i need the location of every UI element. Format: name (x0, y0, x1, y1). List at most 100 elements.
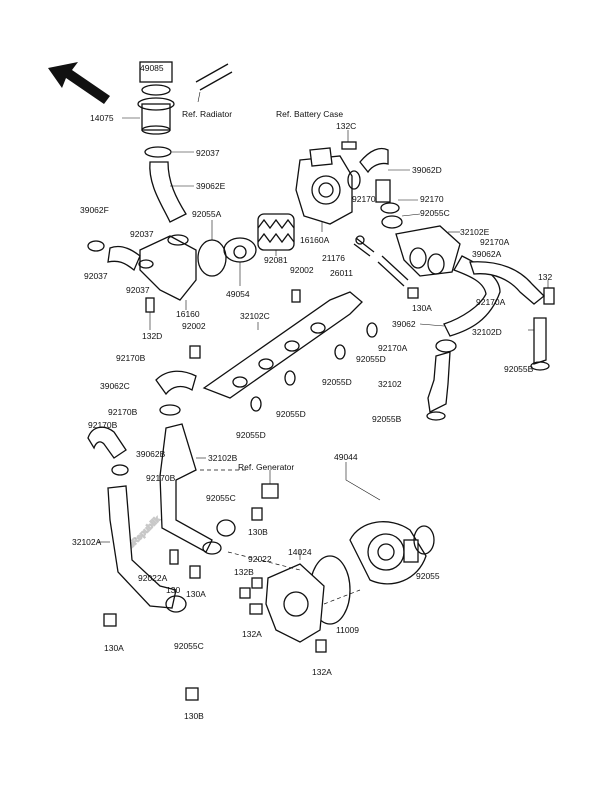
pipe-32102d (528, 317, 550, 371)
label-92055d-b: 92055D (322, 377, 352, 387)
label-92037-c: 92037 (84, 271, 108, 281)
hose-clamp-92170-a (347, 170, 361, 190)
label-132d: 132D (142, 331, 162, 341)
label-39062: 39062 (392, 319, 416, 329)
radiator-reference-pipe (195, 63, 233, 103)
label-39062e: 39062E (196, 181, 226, 191)
hose-clamp-92170-b (380, 199, 418, 214)
label-92170-a: 92170 (420, 194, 444, 204)
label-92081: 92081 (264, 255, 288, 265)
label-130b-a: 130B (248, 527, 268, 537)
filler-cap-assembly (122, 61, 175, 135)
label-92055a: 92055A (192, 209, 222, 219)
label-92170-b: 92170 (352, 194, 376, 204)
pipe-32102b (159, 423, 222, 555)
label-92055c-b: 92055C (206, 493, 236, 503)
label-92037-d: 92037 (126, 285, 150, 295)
label-92170b-c: 92170B (88, 420, 118, 430)
label-11009: 11009 (336, 625, 359, 635)
pump-cover-14024 (265, 550, 325, 643)
label-92170a-b: 92170A (476, 297, 506, 307)
label-92055c-c: 92055C (174, 641, 204, 651)
label-92002-a: 92002 (290, 265, 314, 275)
front-direction-arrow (48, 62, 110, 104)
label-39062d: 39062D (412, 165, 442, 175)
label-21176: 21176 (322, 253, 345, 263)
label-92055: 92055 (416, 571, 440, 581)
bolt-132c (341, 130, 357, 150)
label-49085: 49085 (140, 63, 164, 73)
label-92170b-d: 92170B (146, 473, 176, 483)
hose-39062c (155, 370, 197, 416)
o-ring-92055d-2 (334, 344, 346, 360)
label-132-a: 132 (538, 272, 552, 282)
label-32102: 32102 (378, 379, 402, 389)
label-39062f: 39062F (80, 205, 109, 215)
water-pump-housing-16160a (295, 147, 353, 232)
label-92055d-d: 92055D (236, 430, 266, 440)
label-32102d: 32102D (472, 327, 502, 337)
hose-39062d (359, 147, 410, 203)
label-ref-generator: Ref. Generator (238, 462, 294, 472)
assembly-guide-lines (200, 469, 361, 605)
bolt-132b (239, 587, 251, 599)
label-49054: 49054 (226, 289, 250, 299)
label-39062b: 39062B (136, 449, 166, 459)
hose-39062e (149, 161, 194, 223)
label-92002-b: 92002 (182, 321, 206, 331)
hose-clamp-92170a (435, 339, 457, 353)
coolant-manifold-32102c (202, 291, 363, 399)
bolt-92002-upper (291, 289, 301, 303)
o-ring-92055d-3 (284, 370, 296, 386)
label-92055d-c: 92055D (276, 409, 306, 419)
thermostat-housing-16160 (87, 234, 197, 310)
bolt-92022 (251, 577, 263, 589)
bolt-130b-bottom (185, 687, 199, 701)
label-32102b: 32102B (208, 453, 238, 463)
o-ring-92055c-top (381, 213, 421, 229)
label-92055b-a: 92055B (504, 364, 534, 374)
label-39062c: 39062C (100, 381, 130, 391)
water-pump-impeller-49044 (349, 521, 427, 585)
label-14024: 14024 (288, 547, 312, 557)
o-ring-92055a (197, 220, 227, 277)
bolt-130a-mid (189, 565, 201, 579)
hose-clamp-92037-top (144, 146, 194, 158)
hose-39062a (469, 261, 545, 305)
label-ref-battery-case: Ref. Battery Case (276, 109, 343, 119)
o-ring-92055d-4 (250, 396, 262, 412)
bolt-130a-bottom (103, 613, 117, 627)
label-92170b-b: 92170B (108, 407, 138, 417)
bolt-132d (145, 297, 155, 330)
label-39062a: 39062A (472, 249, 502, 259)
label-130: 130 (166, 585, 180, 595)
bolt-130b-upper (251, 507, 263, 521)
label-14075: 14075 (90, 113, 114, 123)
label-130a-a: 130A (412, 303, 432, 313)
pipe-32102 (426, 351, 451, 421)
label-132a-b: 132A (312, 667, 332, 677)
label-32102e: 32102E (460, 227, 490, 237)
label-92055c-a: 92055C (420, 208, 450, 218)
label-32102c: 32102C (240, 311, 270, 321)
label-92170a-c: 92170A (378, 343, 408, 353)
bolt-92002-lower (189, 345, 201, 359)
o-ring-92055 (413, 525, 435, 555)
thermostat-49054 (223, 237, 257, 286)
pipe-32102a (98, 485, 187, 613)
label-92022a: 92022A (138, 573, 168, 583)
label-130b-b: 130B (184, 711, 204, 721)
label-92055b-b: 92055B (372, 414, 402, 424)
label-132a-a: 132A (242, 629, 262, 639)
label-132c: 132C (336, 121, 356, 131)
label-92170a-a: 92170A (480, 237, 510, 247)
generator-reference-bracket (261, 470, 279, 499)
label-130a-b: 130A (186, 589, 206, 599)
label-92037-a: 92037 (196, 148, 220, 158)
label-92037-b: 92037 (130, 229, 154, 239)
o-ring-92055d-1 (366, 322, 378, 338)
fitting-132 (543, 280, 555, 305)
label-132b: 132B (234, 567, 254, 577)
hose-39062 (419, 255, 501, 337)
